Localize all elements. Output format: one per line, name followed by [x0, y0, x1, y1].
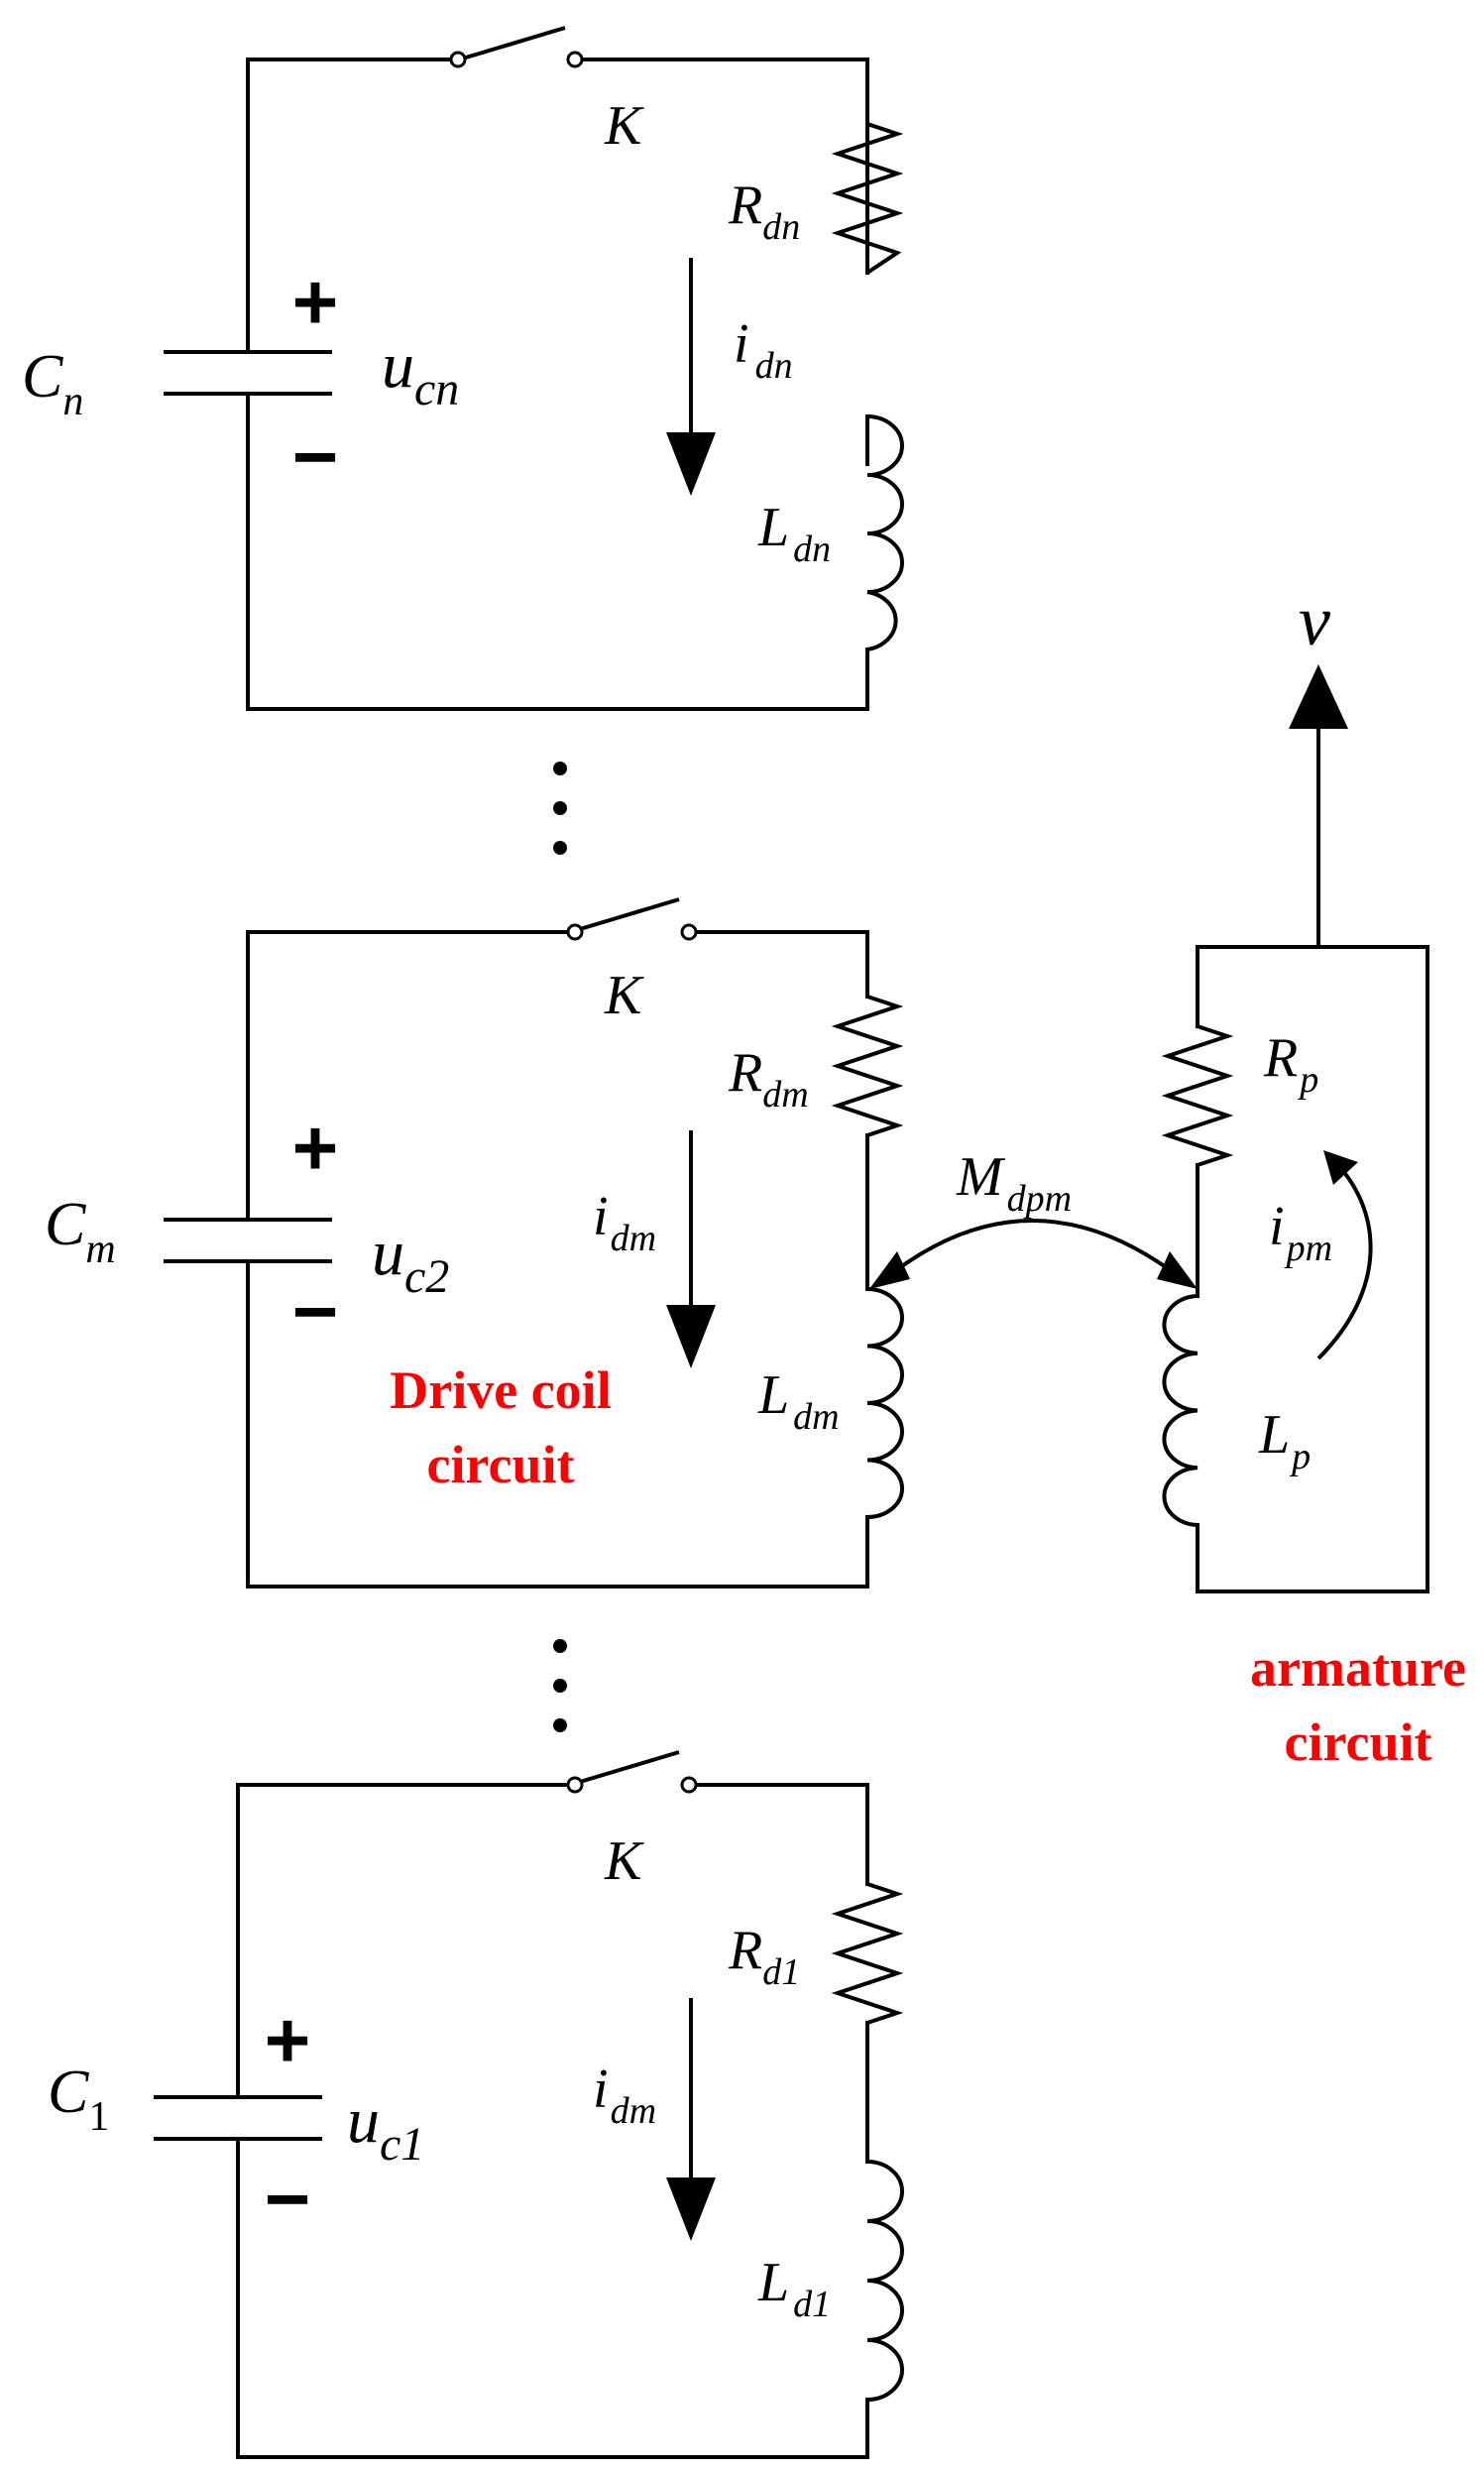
inductor-m	[866, 1287, 904, 1519]
armature-current-label: ipm	[1269, 1196, 1332, 1269]
drive-coil-caption-line2: circuit	[427, 1435, 575, 1494]
plus-sign-1: +	[265, 1996, 311, 2084]
resistor-armature	[1161, 1024, 1234, 1167]
resistor-label-m: Rdm	[728, 1042, 809, 1116]
plus-sign-m: +	[292, 1104, 339, 1192]
loop-wire-n	[246, 58, 869, 711]
switch-blade-n	[465, 26, 566, 59]
resistor-1	[831, 1882, 904, 2025]
resistor-label-1: Rd1	[728, 1920, 800, 1993]
ellipsis-dots-lower	[553, 1639, 567, 1732]
armature-caption-line1: armature	[1250, 1638, 1466, 1698]
current-label-1: idm	[593, 2059, 656, 2132]
armature-inductor-label: Lp	[1258, 1404, 1311, 1477]
drive-coil-caption-line1: Drive coil	[390, 1360, 611, 1420]
inductor-armature	[1162, 1294, 1199, 1527]
velocity-label: v	[1299, 581, 1330, 660]
coupling-arc	[880, 1219, 1187, 1283]
armature-caption-line2: circuit	[1285, 1712, 1432, 1772]
voltage-label-n: ucn	[382, 329, 459, 415]
resistor-m	[831, 995, 904, 1137]
switch-terminal-1-left	[566, 1776, 584, 1794]
switch-label-m: K	[604, 965, 644, 1026]
capacitor-label-n: Cn	[22, 343, 83, 424]
switch-blade-m	[579, 897, 680, 931]
current-arrowhead-1	[666, 2177, 716, 2241]
switch-label-1: K	[604, 1830, 644, 1892]
minus-sign-1: −	[265, 2155, 311, 2243]
coupling-arrowhead-left	[869, 1251, 910, 1289]
switch-terminal-m-left	[566, 923, 584, 941]
current-arrowhead-n	[666, 432, 716, 496]
armature-resistor-label: Rp	[1263, 1027, 1318, 1101]
voltage-label-1: uc1	[347, 2084, 424, 2171]
loop-wire-1	[236, 1783, 869, 2459]
switch-terminal-1-right	[680, 1776, 698, 1794]
velocity-arrowhead	[1289, 664, 1348, 729]
resistor-label-n: Rdn	[728, 175, 800, 248]
minus-sign-m: −	[292, 1267, 339, 1355]
armature-circuit: v Rp ipm Lp armature circuit	[1161, 581, 1466, 1772]
resistor-n	[831, 122, 904, 275]
armature-current-arrow	[1316, 1158, 1373, 1360]
ellipsis-dots-upper	[553, 762, 567, 855]
loop-wire-armature	[1196, 945, 1429, 1593]
current-arrowhead-m	[666, 1305, 716, 1368]
coupling-arrowhead-right	[1157, 1251, 1198, 1289]
switch-terminal-n-right	[566, 51, 584, 68]
armature-current-arrowhead	[1323, 1150, 1358, 1185]
voltage-label-m: uc2	[372, 1217, 449, 1303]
minus-sign-n: −	[292, 412, 339, 501]
inductor-1	[866, 2160, 904, 2402]
plus-sign-n: +	[292, 258, 339, 346]
inductor-n	[866, 414, 904, 651]
current-label-m: idm	[593, 1186, 656, 1259]
switch-terminal-m-right	[680, 923, 698, 941]
switch-terminal-n-left	[449, 51, 467, 68]
capacitor-label-m: Cm	[45, 1191, 116, 1272]
loop-wire-m	[246, 930, 869, 1588]
capacitor-label-1: C1	[48, 2059, 109, 2140]
switch-label-n: K	[604, 95, 644, 157]
switch-blade-1	[579, 1750, 680, 1784]
